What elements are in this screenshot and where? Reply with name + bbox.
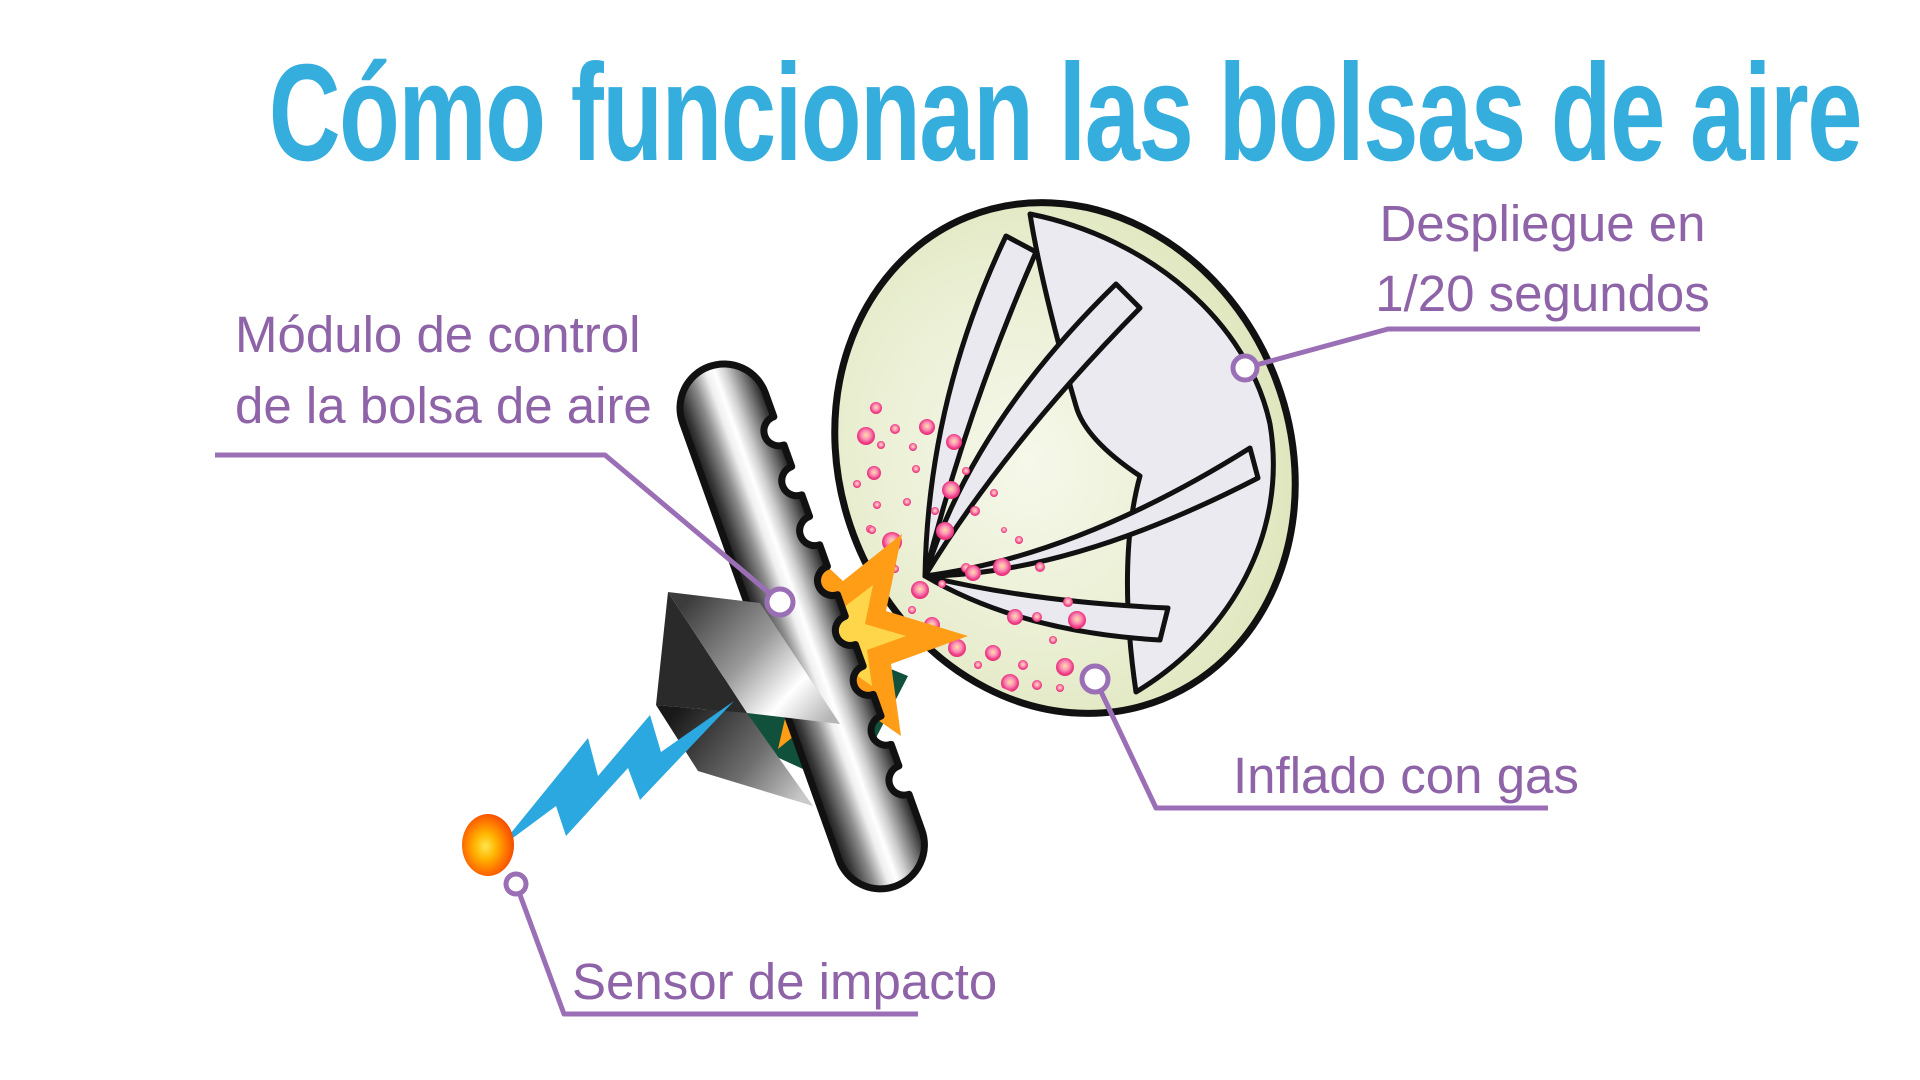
airbag-folds <box>922 211 1276 695</box>
callout-marker-inflado <box>1079 663 1111 695</box>
callout-label-modulo-line1: Módulo de control <box>235 306 641 363</box>
callout-markers <box>503 353 1260 897</box>
callout-marker-modulo <box>764 586 796 618</box>
steering-column <box>676 360 928 893</box>
page-title: Cómo funcionan las bolsas de aire <box>268 36 1863 190</box>
callout-label-modulo-line2: de la bolsa de aire <box>235 377 652 434</box>
callout-marker-sensor <box>503 871 529 897</box>
callout-line-inflado <box>1092 677 1548 811</box>
callout-label-sensor-text: Sensor de impacto <box>572 953 998 1010</box>
callout-label-despliegue-line2: 1/20 segundos <box>1375 265 1710 322</box>
callout-label-inflado: Inflado con gas <box>1233 740 1579 811</box>
gas-particles <box>853 402 1086 692</box>
callout-line-despliegue <box>1244 326 1700 371</box>
callout-label-modulo: Módulo de control de la bolsa de aire <box>235 299 652 441</box>
callout-line-sensor <box>513 883 918 1017</box>
callout-line-modulo <box>215 452 782 604</box>
callout-label-sensor: Sensor de impacto <box>572 946 997 1017</box>
lightning-bolt-icon <box>498 701 734 849</box>
callout-label-despliegue-line1: Despliegue en <box>1379 195 1706 252</box>
callout-label-inflado-text: Inflado con gas <box>1233 747 1579 804</box>
explosion-icon <box>723 519 968 749</box>
callout-leader-lines <box>215 326 1700 1017</box>
airbag <box>831 199 1299 717</box>
callout-label-despliegue: Despliegue en 1/20 segundos <box>1370 189 1715 329</box>
callout-marker-despliegue <box>1230 353 1260 383</box>
impact-sensor-icon <box>462 814 514 876</box>
